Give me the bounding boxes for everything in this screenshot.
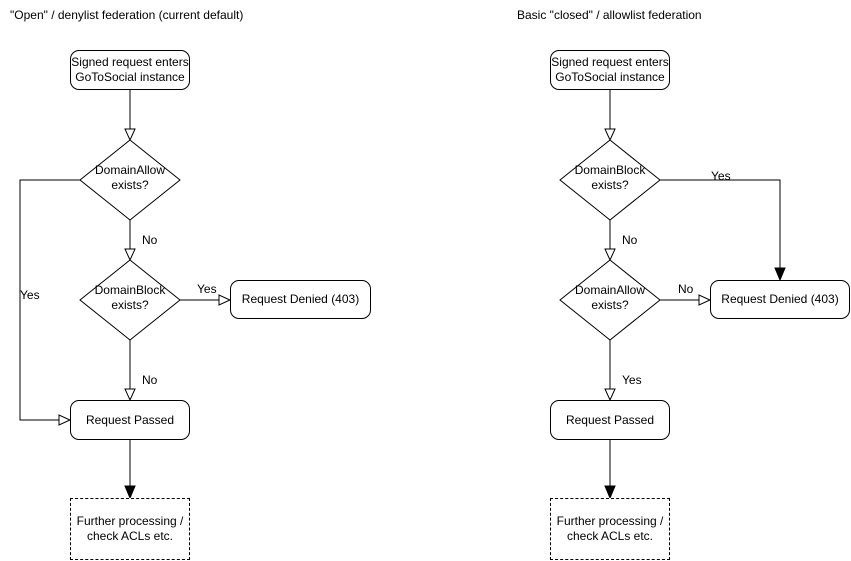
left-decision2-diamond — [79, 259, 181, 341]
right-decision1-no-label: No — [622, 233, 638, 247]
right-decision1-diamond — [559, 139, 661, 221]
left-passed-to-further-arrow-filled-icon — [124, 485, 136, 500]
right-decision2-yes-arrow-open-icon — [604, 388, 616, 402]
right-chart-title: Basic "closed" / allowlist federation — [517, 8, 702, 22]
left-start-node: Signed request enters GoToSocial instanc… — [70, 50, 190, 90]
right-decision2-diamond — [559, 259, 661, 341]
left-decision1-no-arrow-open-icon — [124, 248, 136, 262]
left-decision1-yes-line — [19, 179, 80, 421]
right-denied-node: Request Denied (403) — [710, 280, 850, 319]
right-passed-to-further-arrow-filled-icon — [604, 485, 616, 500]
left-decision2-yes-label: Yes — [197, 282, 217, 296]
left-yes-to-passed-arrow-open-icon — [58, 414, 72, 426]
right-decision1-yes-line — [660, 179, 781, 268]
right-further-processing-node: Further processing / check ACLs etc. — [550, 498, 670, 560]
right-yes-to-denied-arrow-filled-icon — [774, 267, 786, 282]
left-decision1-diamond — [79, 139, 181, 221]
left-decision1-no-label: No — [142, 233, 158, 247]
left-passed-node: Request Passed — [70, 400, 190, 440]
left-start-to-decision1-arrow-open-icon — [124, 128, 136, 142]
left-decision2-no-label: No — [142, 373, 158, 387]
right-start-node: Signed request enters GoToSocial instanc… — [550, 50, 670, 90]
right-start-to-decision1-arrow-open-icon — [604, 128, 616, 142]
left-further-processing-node: Further processing / check ACLs etc. — [70, 498, 190, 560]
right-decision2-no-arrow-open-icon — [698, 294, 712, 306]
right-decision2-no-label: No — [678, 282, 694, 296]
right-decision2-yes-label: Yes — [622, 373, 642, 387]
left-decision2-yes-arrow-open-icon — [218, 294, 232, 306]
left-decision2-no-arrow-open-icon — [124, 388, 136, 402]
left-decision1-yes-label: Yes — [20, 288, 40, 302]
right-decision1-no-arrow-open-icon — [604, 248, 616, 262]
right-passed-node: Request Passed — [550, 400, 670, 440]
left-chart-title: "Open" / denylist federation (current de… — [10, 8, 244, 22]
left-denied-node: Request Denied (403) — [230, 280, 371, 319]
right-decision1-yes-label: Yes — [711, 169, 731, 183]
